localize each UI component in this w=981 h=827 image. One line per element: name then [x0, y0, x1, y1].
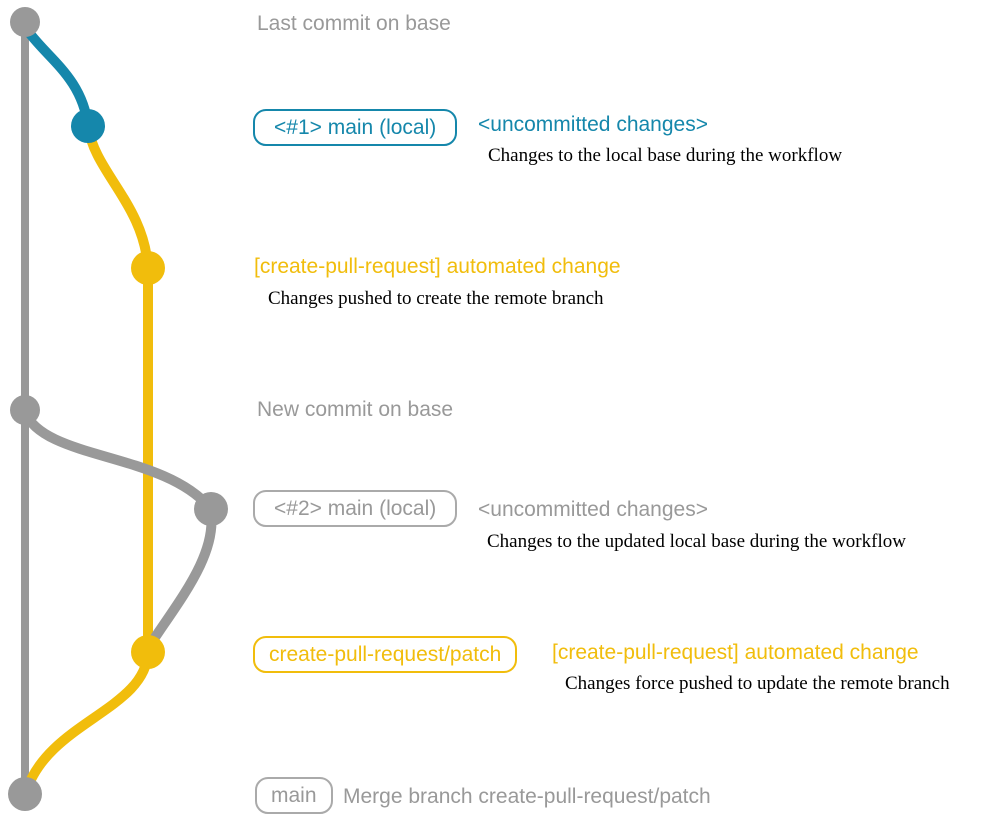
- description-automated-2: Changes force pushed to update the remot…: [565, 673, 950, 694]
- commit-message-merge: Merge branch create-pull-request/patch: [343, 785, 711, 808]
- branch-badge-main-local-1: <#1> main (local): [253, 109, 458, 147]
- commit-dot-uncommitted-1: [71, 109, 105, 143]
- patch-merge-curve: [21, 647, 153, 797]
- commit-message-automated-1: [create-pull-request] automated change: [254, 255, 621, 278]
- branch-badge-main: main: [255, 777, 333, 815]
- git-graph: [8, 7, 228, 811]
- commit-dot-new-base: [10, 395, 40, 425]
- rebased-local-changes-line: [20, 407, 217, 650]
- patch-branch-curve-top: [83, 121, 153, 273]
- commit-dot-automated-1: [131, 251, 165, 285]
- commit-message-uncommitted-1: <uncommitted changes>: [478, 113, 708, 136]
- description-uncommitted-2: Changes to the updated local base during…: [487, 531, 906, 552]
- label-new-commit-on-base: New commit on base: [257, 398, 454, 421]
- label-last-commit-on-base: Last commit on base: [257, 12, 451, 35]
- commit-message-uncommitted-2: <uncommitted changes>: [478, 498, 708, 521]
- branch-badge-main-local-2: <#2> main (local): [253, 490, 458, 528]
- local-changes-branch-line: [20, 22, 93, 131]
- commit-dot-automated-2: [131, 635, 165, 669]
- commit-dot-merge: [8, 777, 42, 811]
- commit-dot-last-base: [10, 7, 40, 37]
- description-automated-1: Changes pushed to create the remote bran…: [268, 288, 604, 309]
- commit-message-automated-2: [create-pull-request] automated change: [552, 641, 919, 664]
- branch-badge-create-pull-request-patch: create-pull-request/patch: [253, 636, 518, 674]
- commit-dot-uncommitted-2: [194, 492, 228, 526]
- description-uncommitted-1: Changes to the local base during the wor…: [488, 145, 843, 166]
